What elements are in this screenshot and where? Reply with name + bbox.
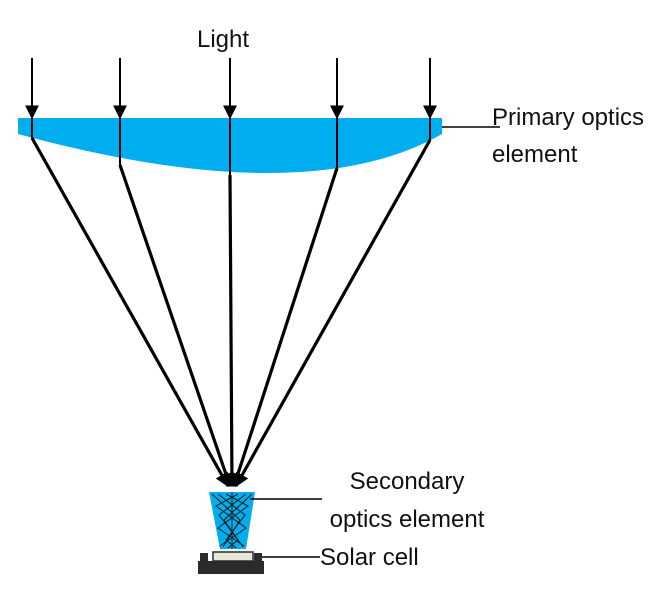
solar-cell bbox=[198, 551, 264, 574]
light-label: Light bbox=[197, 26, 249, 53]
refracted-ray bbox=[224, 174, 239, 488]
refracted-ray bbox=[234, 139, 432, 488]
refracted-ray bbox=[118, 164, 233, 488]
leader-lines bbox=[250, 126, 500, 558]
secondary-optics-label-line1: Secondary bbox=[350, 468, 465, 495]
primary-optics-label-line2: element bbox=[492, 141, 578, 168]
refracted-ray bbox=[231, 167, 339, 488]
converging-rays bbox=[30, 137, 432, 488]
secondary-optics-label-line2: optics element bbox=[330, 506, 485, 533]
incident-light-rays bbox=[25, 58, 437, 175]
refracted-ray bbox=[30, 137, 230, 488]
internal-reflection-rays bbox=[211, 492, 253, 549]
solar-cell-label: Solar cell bbox=[320, 544, 419, 571]
primary-optics-label-line1: Primary optics bbox=[492, 104, 644, 131]
